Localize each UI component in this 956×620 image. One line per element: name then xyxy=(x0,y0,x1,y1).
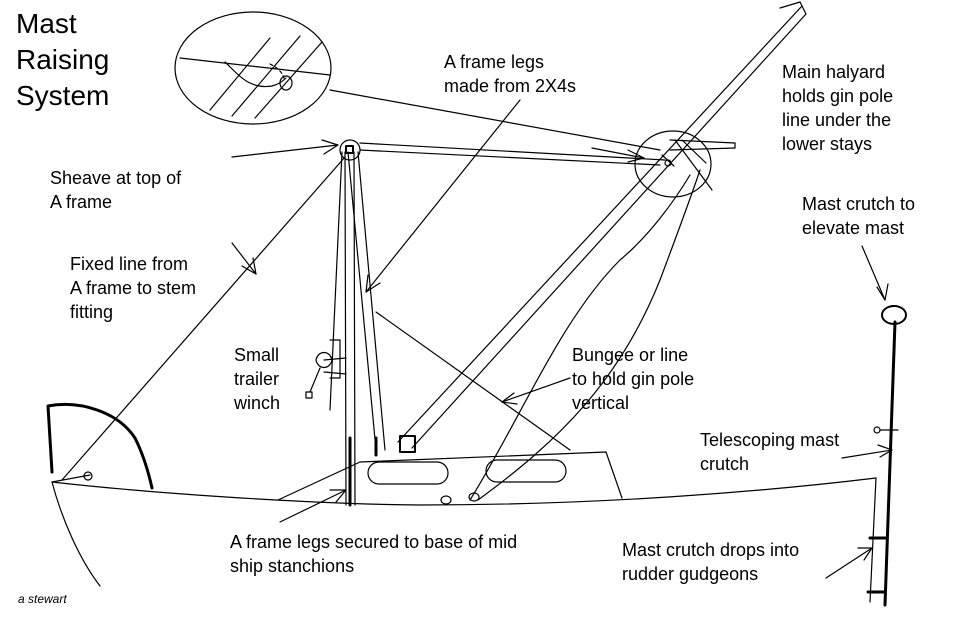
bungee-curve-2 xyxy=(478,170,700,500)
diagram-title: Mast Raising System xyxy=(16,8,110,111)
label-telescoping: Telescoping mast crutch xyxy=(700,430,840,474)
label-sheave: Sheave at top of A frame xyxy=(50,168,182,212)
deck-fitting-1 xyxy=(441,496,451,504)
mast xyxy=(398,2,806,452)
fixed-line xyxy=(62,157,345,480)
label-fixed-line: Fixed line from A frame to stem fitting xyxy=(70,254,197,322)
halyard-line-2 xyxy=(360,150,660,165)
deck-fitting-2 xyxy=(469,493,479,501)
cross-line xyxy=(376,312,570,450)
mast-crutch xyxy=(868,306,906,605)
sheave xyxy=(340,140,360,160)
hull xyxy=(52,472,876,586)
detail-inset xyxy=(175,12,660,150)
label-crutch-drops: Mast crutch drops into rudder gudgeons xyxy=(622,540,800,584)
label-legs-secured: A frame legs secured to base of mid ship… xyxy=(230,532,518,576)
signature: a stewart xyxy=(18,592,67,606)
label-a-frame-legs: A frame legs made from 2X4s xyxy=(444,52,577,96)
a-frame xyxy=(330,152,385,505)
bungee-curve xyxy=(470,175,690,500)
label-mast-crutch-elevate: Mast crutch to elevate mast xyxy=(802,194,916,238)
halyard-line xyxy=(360,143,665,160)
bow-pulpit xyxy=(48,404,152,488)
cabin xyxy=(278,452,622,500)
label-winch: Small trailer winch xyxy=(234,345,281,413)
halyard-detail xyxy=(635,131,735,197)
leader-arrows xyxy=(232,100,892,578)
label-bungee: Bungee or line to hold gin pole vertical xyxy=(572,345,695,413)
trailer-winch xyxy=(306,340,346,398)
label-main-halyard: Main halyard holds gin pole line under t… xyxy=(782,62,894,154)
